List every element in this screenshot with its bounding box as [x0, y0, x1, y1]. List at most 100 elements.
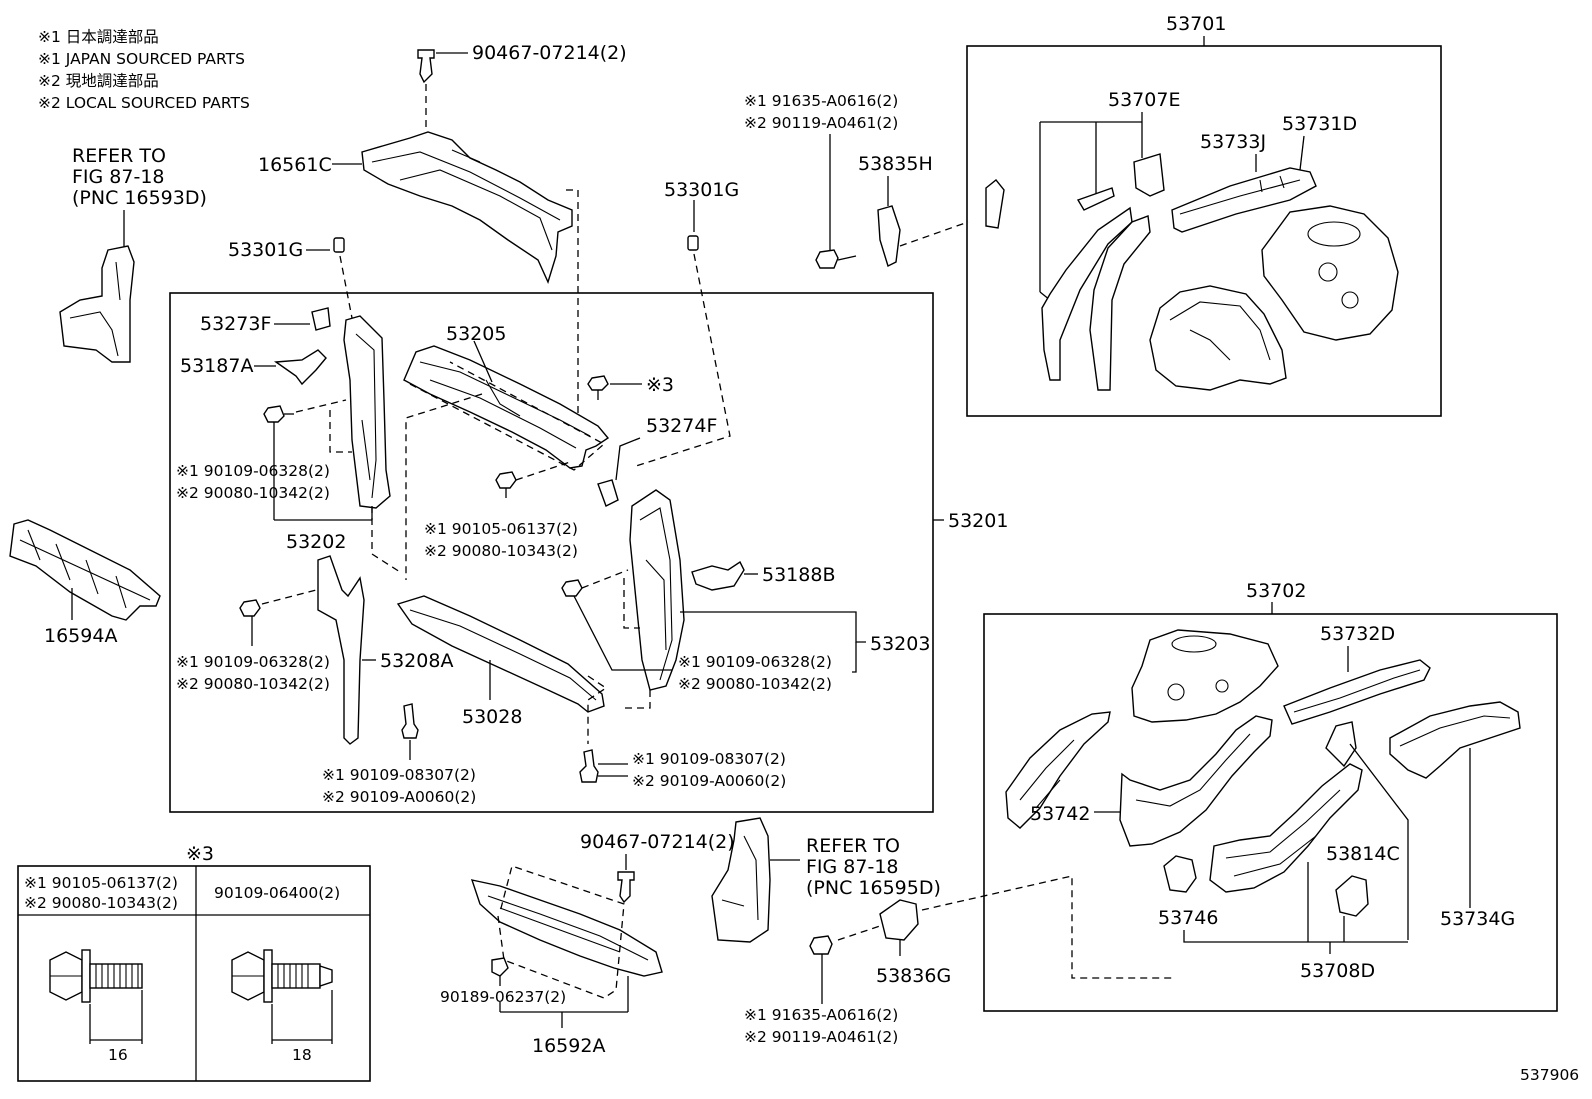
group-box-53702	[983, 613, 1558, 1012]
part-53208A-drawing: 53208A	[261, 555, 453, 745]
group-box-53701	[966, 45, 1442, 417]
group-box-53201	[169, 292, 934, 813]
label-53301G-mid: 53301G	[664, 179, 739, 201]
part-53835H: 53835H	[858, 153, 969, 267]
legend-line-2: ※1 JAPAN SOURCED PARTS	[38, 50, 245, 68]
part-53301G-left: 53301G	[228, 237, 353, 319]
bolt-91635-h	[809, 935, 833, 1004]
refer-bottom-line-1: REFER TO	[806, 835, 900, 857]
label-53188B: 53188B	[762, 564, 835, 586]
legend-line-3: ※2 現地調達部品	[38, 72, 159, 90]
fastener-col1-line2: ※2 90080-10343(2)	[24, 894, 178, 912]
label-53707E: 53707E	[1108, 89, 1180, 111]
fastener-col1-line1: ※1 90105-06137(2)	[24, 874, 178, 892]
group-53701-parts: 53707E 53733J 53731D	[985, 89, 1399, 391]
label-53203: 53203	[870, 633, 930, 655]
clip-90467-bottom: 90467-07214(2)	[580, 831, 735, 904]
label-53208A: 53208A	[380, 650, 453, 672]
part-53187A: 53187A	[180, 349, 327, 386]
part-53188B: 53188B	[691, 560, 835, 591]
bolt-90109-06328-d	[561, 569, 672, 671]
bolt-18mm-icon: 18	[231, 949, 333, 1064]
label-53732D: 53732D	[1320, 623, 1395, 645]
label-mark3: ※3	[646, 374, 674, 396]
label-90109-A0060-e: ※2 90109-A0060(2)	[322, 788, 476, 806]
label-90109-08307-f: ※1 90109-08307(2)	[632, 750, 786, 768]
label-90080-10342-c: ※2 90080-10342(2)	[176, 675, 330, 693]
leader-53203-b	[852, 642, 857, 673]
label-53836G: 53836G	[876, 965, 951, 987]
part-53202-drawing	[273, 315, 401, 573]
label-90080-10342-a: ※2 90080-10342(2)	[176, 484, 330, 502]
label-90080-10343: ※2 90080-10343(2)	[424, 542, 578, 560]
part-16592A-drawing: 16592A	[470, 865, 663, 1057]
label-53733J: 53733J	[1200, 131, 1266, 153]
label-53273F: 53273F	[200, 313, 271, 335]
fastener-table-title: ※3	[186, 843, 214, 865]
part-16594A-drawing: 16594A	[9, 519, 161, 647]
part-53273F: 53273F	[200, 307, 331, 335]
legend: ※1 日本調達部品 ※1 JAPAN SOURCED PARTS ※2 現地調達…	[38, 28, 250, 112]
part-53028-drawing: 53028	[396, 595, 608, 744]
label-53814C: 53814C	[1326, 843, 1400, 865]
label-53742: 53742	[1030, 803, 1090, 825]
fastener-col2: 90109-06400(2)	[214, 884, 340, 902]
label-90109-06328-a: ※1 90109-06328(2)	[176, 462, 330, 480]
bolt-16mm-icon: 16	[49, 949, 143, 1064]
refer-top-line-1: REFER TO	[72, 145, 166, 167]
clip-90189: 90189-06237(2)	[440, 957, 566, 1006]
part-53301G-mid: 53301G	[635, 179, 739, 467]
bolt-90109-06328-a	[263, 399, 347, 423]
label-91635-A0616-g: ※1 91635-A0616(2)	[744, 92, 898, 110]
part-16595D-drawing	[711, 817, 800, 943]
part-16561C-drawing: 16561C	[258, 131, 579, 440]
refer-bottom-line-2: FIG 87-18	[806, 856, 899, 878]
label-90467-bottom: 90467-07214(2)	[580, 831, 735, 853]
part-16593D-drawing	[59, 210, 135, 363]
clip-90467-top: 90467-07214(2)	[417, 42, 627, 130]
label-53731D: 53731D	[1282, 113, 1357, 135]
label-53028: 53028	[462, 706, 522, 728]
label-53201: 53201	[948, 510, 1008, 532]
group-53702-parts: 53732D 53742 53734G 53814C 53746 53	[921, 623, 1521, 982]
label-16561C: 16561C	[258, 154, 332, 176]
label-90105-06137: ※1 90105-06137(2)	[424, 520, 578, 538]
bolt-91635-g	[815, 134, 857, 269]
label-91635-A0616-h: ※1 91635-A0616(2)	[744, 1006, 898, 1024]
label-53746: 53746	[1158, 907, 1218, 929]
label-16594A: 16594A	[44, 625, 117, 647]
label-90119-A0461-g: ※2 90119-A0461(2)	[744, 114, 898, 132]
label-53202: 53202	[286, 531, 346, 553]
label-90109-08307-e: ※1 90109-08307(2)	[322, 766, 476, 784]
label-53835H: 53835H	[858, 153, 933, 175]
label-53274F: 53274F	[646, 415, 717, 437]
part-53836G: 53836G	[837, 899, 951, 987]
refer-top-line-2: FIG 87-18	[72, 166, 165, 188]
part-53203-drawing	[620, 489, 685, 709]
bolt-90109-06328-c	[239, 599, 261, 646]
bolt-90109-08307-f	[579, 749, 628, 783]
label-90467-top: 90467-07214(2)	[472, 42, 627, 64]
dim-16: 16	[108, 1046, 128, 1064]
label-53205: 53205	[446, 323, 506, 345]
bolt-mark3: ※3	[587, 374, 674, 400]
bolt-90105-06137	[495, 461, 571, 498]
label-53702: 53702	[1246, 580, 1306, 602]
label-16592A: 16592A	[532, 1035, 605, 1057]
label-90109-06328-c: ※1 90109-06328(2)	[176, 653, 330, 671]
refer-note-bottom: REFER TO FIG 87-18 (PNC 16595D)	[806, 835, 941, 899]
bolt-90109-08307-e	[401, 703, 419, 760]
label-53708D: 53708D	[1300, 960, 1375, 982]
label-53187A: 53187A	[180, 355, 253, 377]
label-90109-06328-d: ※1 90109-06328(2)	[678, 653, 832, 671]
label-90119-A0461-h: ※2 90119-A0461(2)	[744, 1028, 898, 1046]
footer-code: 537906	[1520, 1066, 1579, 1084]
legend-line-1: ※1 日本調達部品	[38, 28, 159, 46]
label-53701: 53701	[1166, 13, 1226, 35]
leader-53203	[680, 611, 866, 643]
refer-top-line-3: (PNC 16593D)	[72, 187, 207, 209]
label-53301G-left: 53301G	[228, 239, 303, 261]
label-90189-06237: 90189-06237(2)	[440, 988, 566, 1006]
fastener-table: ※3 ※1 90105-06137(2) ※2 90080-10343(2) 9…	[17, 843, 371, 1082]
